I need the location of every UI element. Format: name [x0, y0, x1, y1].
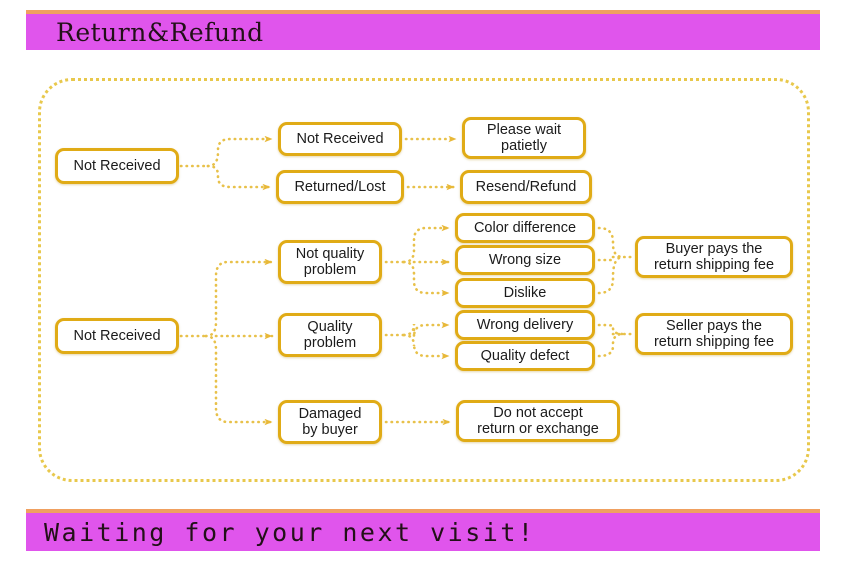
- page-title: Return&Refund: [56, 17, 264, 47]
- flow-node-n1: Not Received: [55, 148, 179, 184]
- flow-node-n4: Please wait patietly: [462, 117, 586, 159]
- flow-node-n11: Wrong size: [455, 245, 595, 275]
- flow-node-n10: Color difference: [455, 213, 595, 243]
- flow-node-n17: Seller pays the return shipping fee: [635, 313, 793, 355]
- flow-node-label: Color difference: [473, 219, 577, 236]
- flow-node-label: Wrong size: [488, 251, 562, 268]
- top-banner: Return&Refund: [26, 10, 820, 50]
- flow-node-label: Not Received: [296, 130, 384, 147]
- flow-node-n12: Dislike: [455, 278, 595, 308]
- flow-node-n7: Not quality problem: [278, 240, 382, 284]
- flow-node-label: Seller pays the return shipping fee: [653, 317, 775, 350]
- flow-node-n14: Quality defect: [455, 341, 595, 371]
- flow-node-n5: Resend/Refund: [460, 170, 592, 204]
- flow-node-label: Dislike: [503, 284, 547, 301]
- flow-node-label: Not quality problem: [295, 245, 365, 278]
- bottom-banner: Waiting for your next visit!: [26, 509, 820, 551]
- flow-node-label: Quality problem: [303, 318, 357, 351]
- flow-node-label: Resend/Refund: [475, 178, 577, 195]
- flowchart-container: [38, 78, 810, 482]
- flow-node-label: Quality defect: [480, 347, 570, 364]
- flow-node-label: Not Received: [73, 327, 161, 344]
- flow-node-n16: Buyer pays the return shipping fee: [635, 236, 793, 278]
- flow-node-n6: Not Received: [55, 318, 179, 354]
- flow-node-label: Please wait patietly: [486, 121, 562, 154]
- flow-node-label: Not Received: [73, 157, 161, 174]
- bottom-banner-text: Waiting for your next visit!: [44, 517, 536, 547]
- flow-node-label: Do not accept return or exchange: [477, 404, 599, 437]
- flow-node-label: Wrong delivery: [476, 316, 574, 333]
- flow-node-n2: Not Received: [278, 122, 402, 156]
- flow-node-n13: Wrong delivery: [455, 310, 595, 340]
- flow-node-n15: Do not accept return or exchange: [456, 400, 620, 442]
- flow-node-label: Returned/Lost: [294, 178, 386, 195]
- flow-node-n8: Quality problem: [278, 313, 382, 357]
- flow-node-n9: Damaged by buyer: [278, 400, 382, 444]
- flow-node-label: Buyer pays the return shipping fee: [653, 240, 775, 273]
- flow-node-label: Damaged by buyer: [298, 405, 362, 438]
- flow-node-n3: Returned/Lost: [276, 170, 404, 204]
